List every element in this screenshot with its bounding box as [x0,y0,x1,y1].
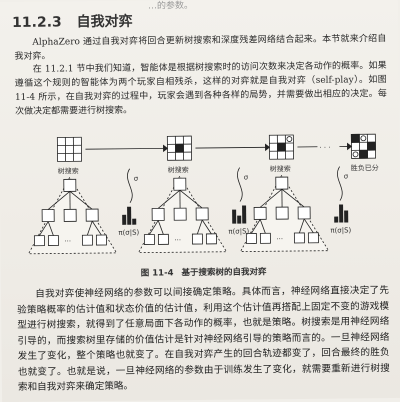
leaf-dots-1: ··· [64,237,71,245]
section-number: 11.2.3 [12,14,62,31]
leaf-dots-2: ··· [174,236,181,244]
tree-search-label-3: 树搜索 [270,164,291,173]
figure-caption: 图 11-4 基于搜索树的自我对弈 [141,265,275,278]
board-state-2 [167,136,191,160]
figure-self-play-diagram: 树搜索 树搜索 树搜索 胜负已分 σ σ σ π(σ|S) π(σ|S) π(σ… [17,132,388,266]
policy-label-1: π(σ|S) [118,229,139,237]
paragraph-self-play-text: 在 11.2.1 节中我们知道，智能体是根据树搜索时的访问次数来决定各动作的概率… [15,61,387,117]
paragraph-explanation-text: 自我对弈使神经网络的参数可以间接确定策略。具体而言，神经网络直接决定了先验策略概… [17,285,390,393]
policy-label-3: π(σ|S) [330,226,351,234]
sigma-label-2: σ [244,173,249,181]
board-state-1 [57,137,81,161]
figure-number: 图 11-4 [141,268,174,278]
section-title: 自我对弈 [77,14,133,31]
board-state-final [351,134,375,158]
section-heading: 11.2.3 自我对弈 [12,11,133,32]
previous-text-fragment: …的参数。 [148,0,193,12]
paragraph-self-play: 在 11.2.1 节中我们知道，智能体是根据树搜索时的访问次数来决定各动作的概率… [15,59,388,119]
continuation-dots: · · · [319,144,330,152]
result-label: 胜负已分 [351,163,379,172]
paragraph-intro-text: AlphaZero 通过自我对弈将回合更新树搜索和深度残差网络结合起来。本节就来… [14,34,386,62]
tree-search-label-1: 树搜索 [58,166,79,175]
board-state-3 [269,135,293,159]
paragraph-explanation: 自我对弈使神经网络的参数可以间接确定策略。具体而言，神经网络直接决定了先验策略概… [17,283,390,395]
sigma-label-3: σ [344,172,349,180]
policy-label-2: π(σ|S) [228,227,249,235]
tree-search-label-2: 树搜索 [168,165,189,174]
figure-caption-text: 基于搜索树的自我对弈 [181,267,266,278]
sigma-label-1: σ [134,175,139,183]
leaf-dots-3: ··· [276,235,283,243]
